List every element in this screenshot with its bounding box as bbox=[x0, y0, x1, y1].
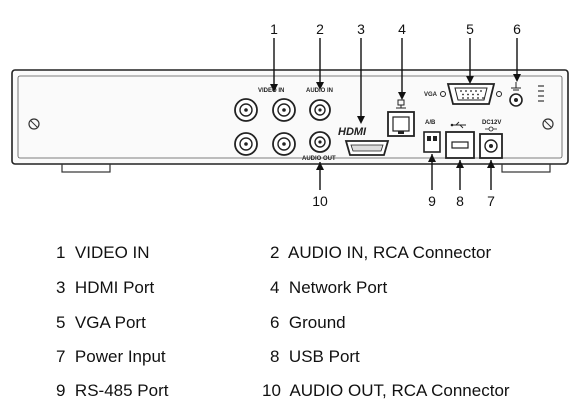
usb-icon bbox=[450, 121, 466, 129]
legend-item: 10 AUDIO OUT, RCA Connector bbox=[262, 381, 510, 401]
right-screw-icon bbox=[542, 118, 554, 130]
video-in-panel-label: VIDEO IN bbox=[258, 88, 284, 94]
legend-item: 4 Network Port bbox=[270, 278, 387, 298]
legend-label: VGA Port bbox=[74, 313, 146, 332]
bnc-connector-icon bbox=[272, 132, 296, 156]
callout-number: 10 bbox=[312, 193, 328, 209]
legend-item: 3 HDMI Port bbox=[56, 278, 154, 298]
audio-out-panel-label: AUDIO OUT bbox=[302, 156, 336, 162]
callout-number: 3 bbox=[357, 21, 365, 37]
hdmi-port: HDMI bbox=[338, 126, 390, 156]
audio-in-panel-label: AUDIO IN bbox=[306, 88, 333, 94]
vga-panel-label: VGA bbox=[424, 92, 438, 98]
power-input-port: DC12V bbox=[479, 120, 503, 159]
legend-number: 4 bbox=[270, 278, 280, 297]
ground-terminal bbox=[509, 82, 523, 107]
network-icon bbox=[396, 99, 406, 109]
ground-icon bbox=[511, 82, 521, 91]
callout-number: 8 bbox=[456, 193, 464, 209]
legend-label: VIDEO IN bbox=[74, 243, 150, 262]
legend-number: 10 bbox=[262, 381, 281, 400]
legend-number: 8 bbox=[270, 347, 280, 366]
legend-number: 2 bbox=[270, 243, 280, 262]
callout-number: 6 bbox=[513, 21, 521, 37]
bnc-connector-icon bbox=[234, 132, 258, 156]
legend-number: 7 bbox=[56, 347, 66, 366]
usb-port bbox=[445, 121, 475, 159]
callout-number: 1 bbox=[270, 21, 278, 37]
callout-number: 7 bbox=[487, 193, 495, 209]
rear-panel-diagram: VIDEO IN AUDIO IN bbox=[11, 21, 569, 209]
legend-number: 5 bbox=[56, 313, 66, 332]
legend-item: 6 Ground bbox=[270, 313, 346, 333]
legend-label: AUDIO IN, RCA Connector bbox=[287, 243, 492, 262]
legend-item: 5 VGA Port bbox=[56, 313, 146, 333]
legend-item: 2 AUDIO IN, RCA Connector bbox=[270, 243, 491, 263]
legend-label: Power Input bbox=[74, 347, 166, 366]
vga-port: VGA bbox=[424, 83, 502, 105]
ab-panel-label: A/B bbox=[425, 120, 436, 126]
legend-label: Ground bbox=[288, 313, 346, 332]
legend-label: RS-485 Port bbox=[74, 381, 169, 400]
callout-number: 5 bbox=[466, 21, 474, 37]
callout-number: 9 bbox=[428, 193, 436, 209]
polarity-icon bbox=[485, 126, 497, 132]
network-port bbox=[387, 99, 415, 137]
legend-number: 1 bbox=[56, 243, 66, 262]
legend-item: 7 Power Input bbox=[56, 347, 166, 367]
callout-number: 2 bbox=[316, 21, 324, 37]
audio-rca-ports: AUDIO IN AUDIO OUT bbox=[302, 88, 336, 162]
bnc-connector-icon bbox=[234, 98, 258, 122]
callout-numbers: 1 2 3 4 5 6 10 9 8 7 bbox=[270, 21, 521, 209]
video-in-ports: VIDEO IN bbox=[234, 88, 296, 156]
dc12v-panel-label: DC12V bbox=[482, 120, 501, 126]
hdmi-panel-label: HDMI bbox=[338, 126, 367, 138]
rca-connector-icon bbox=[309, 99, 331, 121]
callout-number: 4 bbox=[398, 21, 406, 37]
callout-arrowheads bbox=[270, 74, 521, 170]
rs485-port: A/B bbox=[423, 120, 441, 153]
legend-item: 1 VIDEO IN bbox=[56, 243, 150, 263]
legend-label: HDMI Port bbox=[74, 278, 155, 297]
legend-item: 8 USB Port bbox=[270, 347, 360, 367]
legend-number: 9 bbox=[56, 381, 66, 400]
legend-number: 6 bbox=[270, 313, 280, 332]
legend-label: USB Port bbox=[288, 347, 360, 366]
rca-connector-icon bbox=[309, 131, 331, 153]
legend-label: AUDIO OUT, RCA Connector bbox=[289, 381, 510, 400]
vent-slots bbox=[538, 85, 544, 102]
bnc-connector-icon bbox=[272, 98, 296, 122]
legend-number: 3 bbox=[56, 278, 66, 297]
legend-label: Network Port bbox=[288, 278, 388, 297]
legend-item: 9 RS-485 Port bbox=[56, 381, 168, 401]
left-screw-icon bbox=[28, 118, 40, 130]
